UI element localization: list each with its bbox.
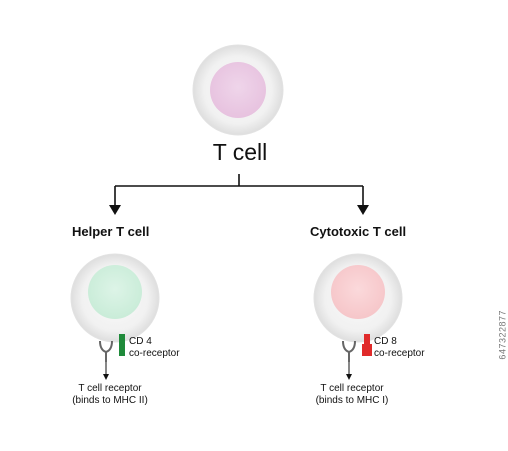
cytotoxic-receptor-line1: T cell receptor xyxy=(320,383,384,394)
cytotoxic-t-cell xyxy=(313,253,403,343)
arrow-to-helper xyxy=(109,205,121,215)
watermark-id: 647322877 xyxy=(498,310,508,360)
cd4-label: CD 4 co-receptor xyxy=(129,336,180,360)
helper-receptor-line1: T cell receptor xyxy=(78,383,142,394)
branch-connector xyxy=(114,174,364,206)
cd4-coreceptor xyxy=(119,334,125,356)
cytotoxic-receptor-line2: (binds to MHC I) xyxy=(315,395,389,406)
cd4-name: CD 4 xyxy=(129,336,152,347)
helper-receptor-line2: (binds to MHC II) xyxy=(72,395,148,406)
cd8-coreceptor-label: co-receptor xyxy=(374,348,425,359)
cytotoxic-receptor-caption: T cell receptor (binds to MHC I) xyxy=(292,383,412,407)
helper-t-cell xyxy=(70,253,160,343)
diagram-title: T cell xyxy=(212,139,268,165)
cd4-coreceptor-label: co-receptor xyxy=(129,348,180,359)
cd8-coreceptor xyxy=(362,334,372,356)
cytotoxic-tcr-receptor xyxy=(342,340,356,362)
helper-nucleus xyxy=(88,265,142,319)
cytotoxic-nucleus xyxy=(331,265,385,319)
cd8-name: CD 8 xyxy=(374,336,397,347)
cytotoxic-t-cell-title: Cytotoxic T cell xyxy=(310,224,407,239)
cd8-label: CD 8 co-receptor xyxy=(374,336,425,360)
helper-receptor-caption: T cell receptor (binds to MHC II) xyxy=(50,383,170,407)
arrow-to-cytotoxic xyxy=(357,205,369,215)
helper-t-cell-title: Helper T cell xyxy=(72,224,150,239)
main-t-cell xyxy=(192,44,284,136)
helper-tcr-receptor xyxy=(99,340,113,362)
main-t-cell-nucleus xyxy=(210,62,266,118)
